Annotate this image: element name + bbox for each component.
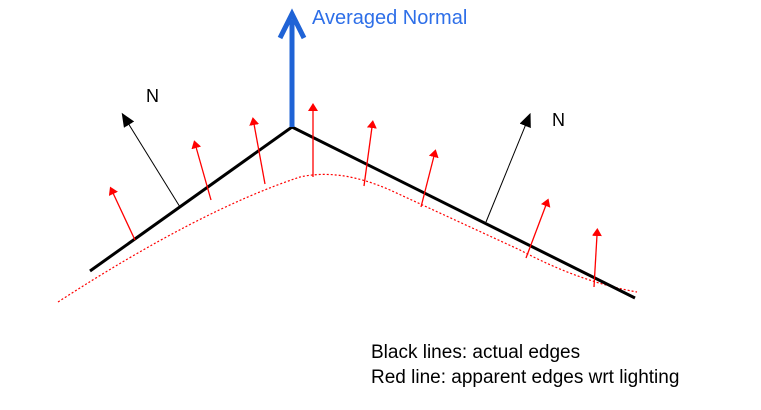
face-normal-right	[485, 112, 531, 223]
apparent-edge-curve	[57, 173, 638, 303]
averaged-normal-arrow	[277, 8, 307, 127]
caption-black-lines: Black lines: actual edges	[371, 342, 581, 363]
averaged-normal-label: Averaged Normal	[312, 7, 467, 29]
face-normal-left-label: N	[146, 86, 159, 106]
interpolated-normal	[420, 149, 439, 208]
interpolated-normal	[249, 117, 266, 185]
interpolated-normal	[363, 120, 377, 187]
interpolated-normal	[108, 186, 136, 241]
face-normal-right-label: N	[552, 110, 565, 130]
face-normal-left	[121, 112, 181, 208]
interpolated-normal	[191, 140, 212, 201]
caption-red-line: Red line: apparent edges wrt lighting	[371, 367, 680, 388]
actual-edge-right	[291, 125, 636, 300]
interpolated-normal	[525, 198, 551, 259]
interpolated-normal	[591, 228, 602, 288]
actual-edge-left	[89, 125, 293, 273]
